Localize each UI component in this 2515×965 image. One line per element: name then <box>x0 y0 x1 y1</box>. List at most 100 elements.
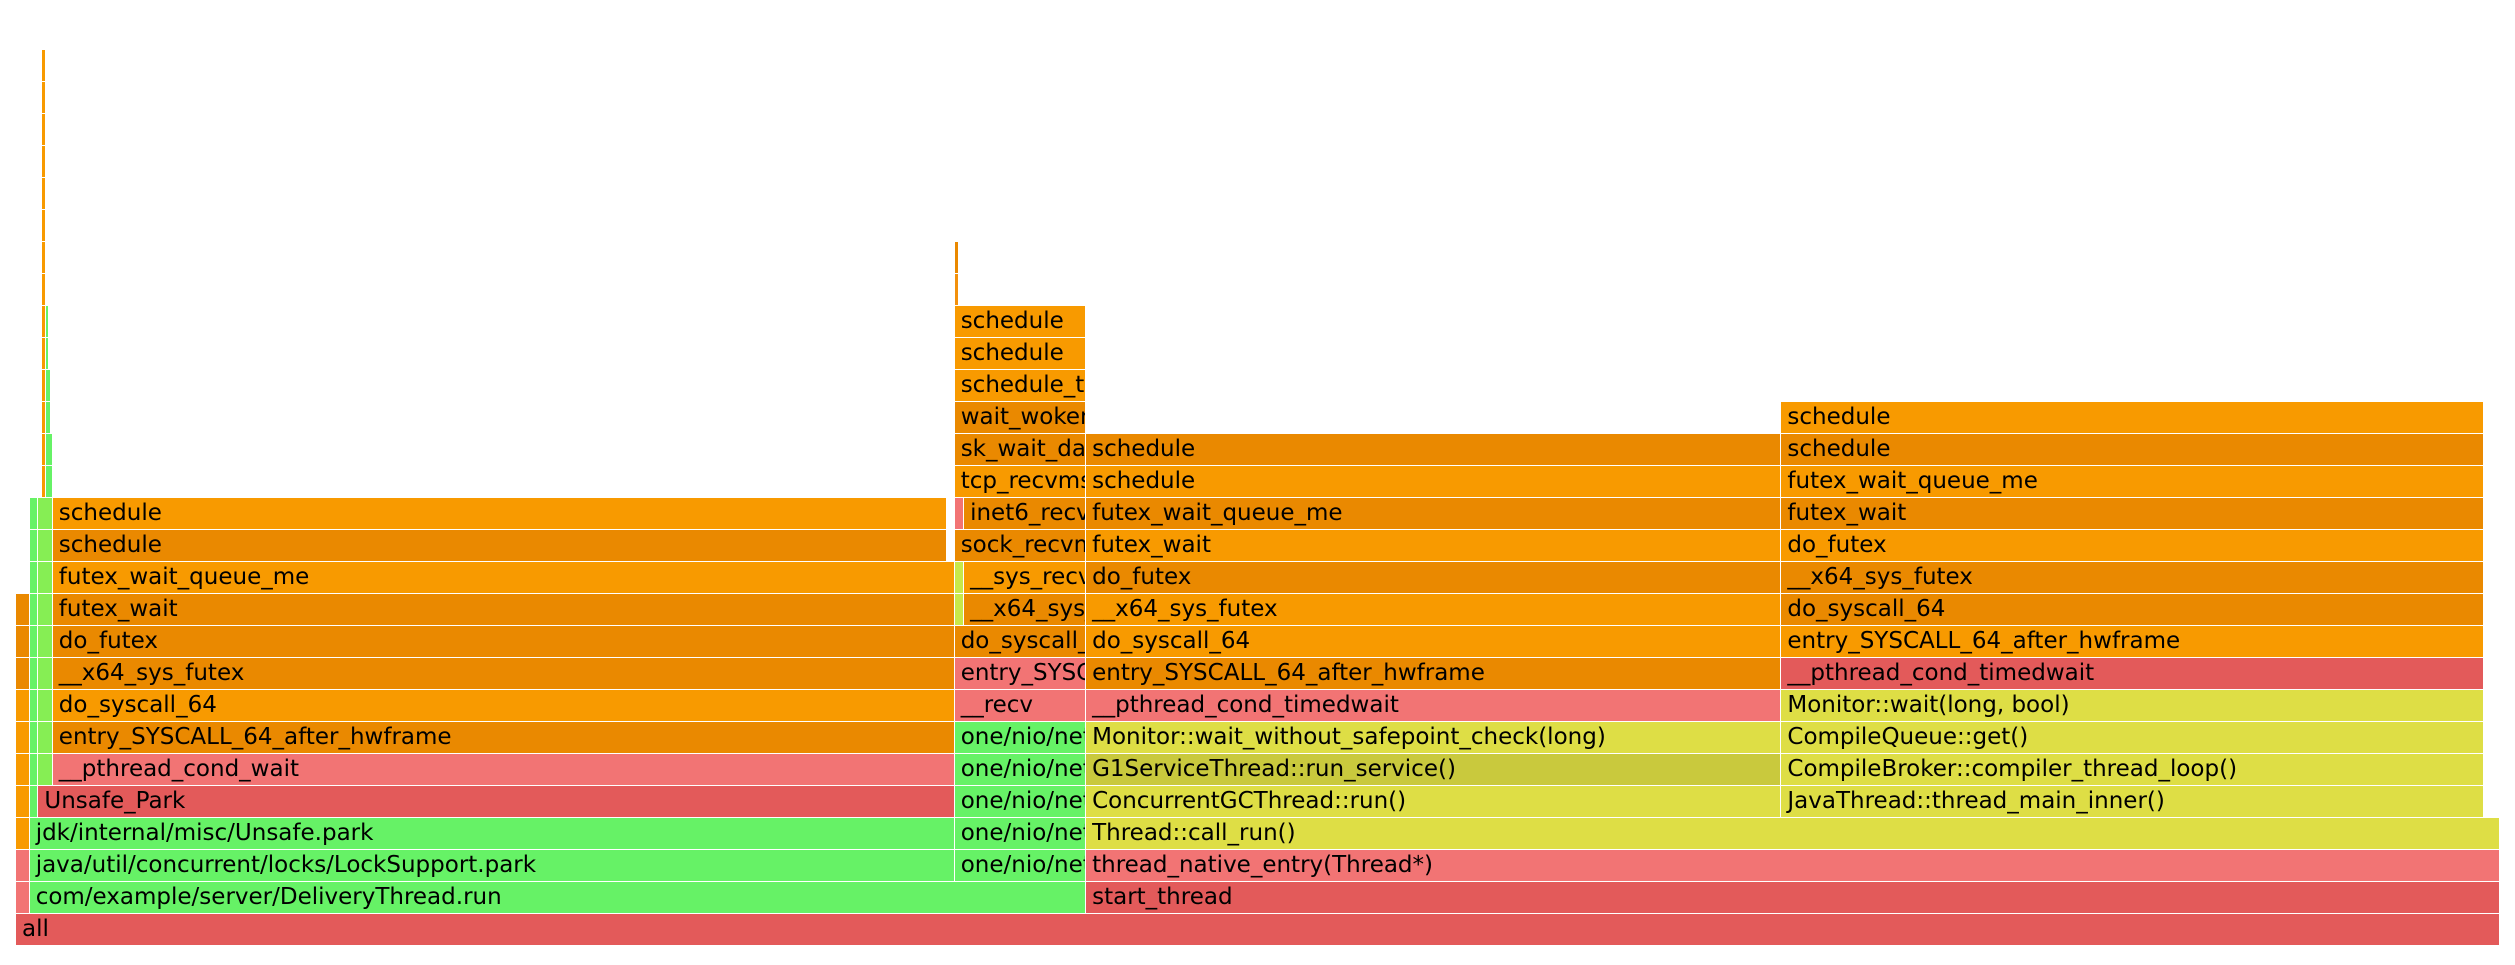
flame-frame[interactable] <box>46 338 49 369</box>
flame-frame[interactable]: entry_SYSCALL_64_after_hwframe <box>1781 626 2485 657</box>
flame-frame[interactable] <box>16 818 30 849</box>
flame-frame[interactable] <box>954 498 965 529</box>
flame-frame[interactable]: Monitor::wait_without_safepoint_check(lo… <box>1086 722 1782 753</box>
flame-frame[interactable] <box>954 594 965 625</box>
flame-frame[interactable] <box>41 466 47 497</box>
flame-frame[interactable] <box>41 274 47 305</box>
flame-frame[interactable]: schedule <box>1781 434 2485 465</box>
flame-frame[interactable]: do_syscall_64 <box>1086 626 1782 657</box>
flame-frame[interactable]: __pthread_cond_timedwait <box>1781 658 2485 689</box>
flame-frame[interactable] <box>38 754 53 785</box>
flame-frame[interactable]: futex_wait <box>1781 498 2485 529</box>
flame-frame[interactable] <box>16 786 30 817</box>
flame-frame[interactable] <box>41 434 47 465</box>
flame-frame[interactable] <box>41 50 47 81</box>
flame-frame[interactable] <box>954 242 960 273</box>
flame-frame[interactable] <box>29 690 39 721</box>
flame-frame[interactable] <box>46 434 53 465</box>
flame-frame[interactable]: do_futex <box>1086 562 1782 593</box>
flame-frame[interactable]: __pthread_cond_timedwait <box>1086 690 1782 721</box>
flame-frame[interactable]: __x64_sys_futex <box>1086 594 1782 625</box>
flame-frame[interactable] <box>16 754 30 785</box>
flame-frame[interactable]: futex_wait <box>52 594 955 625</box>
flame-frame[interactable]: do_futex <box>1781 530 2485 561</box>
flame-frame[interactable] <box>38 562 53 593</box>
flame-frame[interactable] <box>16 594 30 625</box>
flame-frame[interactable]: Thread::call_run() <box>1086 818 2500 849</box>
flame-frame[interactable]: com/example/server/DeliveryThread.run <box>29 882 1087 913</box>
flame-frame[interactable]: one/nio/net/NativeSocket.read <box>954 818 1087 849</box>
flame-frame[interactable]: one/nio/net/NativeSocket.readFully <box>954 786 1087 817</box>
flame-frame[interactable]: do_syscall_64 <box>954 626 1087 657</box>
flame-frame[interactable]: schedule <box>52 530 947 561</box>
flame-frame[interactable] <box>16 658 30 689</box>
flame-frame[interactable]: one/nio/net/NativeSocket.recv0 <box>954 722 1087 753</box>
flame-frame[interactable] <box>16 626 30 657</box>
flame-frame[interactable]: sock_recvmsg <box>954 530 1087 561</box>
flame-frame[interactable] <box>29 626 39 657</box>
flame-frame[interactable]: ConcurrentGCThread::run() <box>1086 786 1782 817</box>
flame-frame[interactable]: futex_wait_queue_me <box>52 562 955 593</box>
flame-frame[interactable]: one/nio/net/Session.read <box>954 850 1087 881</box>
flame-frame[interactable] <box>38 626 53 657</box>
flame-frame[interactable]: schedule <box>954 306 1087 337</box>
flame-frame[interactable]: futex_wait_queue_me <box>1086 498 1782 529</box>
flame-frame[interactable] <box>16 690 30 721</box>
flame-frame[interactable]: entry_SYSCALL_64_after_hwframe <box>1086 658 1782 689</box>
flame-frame[interactable] <box>41 82 47 113</box>
flame-frame[interactable]: do_futex <box>52 626 955 657</box>
flame-frame[interactable]: G1ServiceThread::run_service() <box>1086 754 1782 785</box>
flame-frame[interactable]: schedule <box>1086 466 1782 497</box>
flame-frame[interactable] <box>29 498 39 529</box>
flame-frame[interactable] <box>16 850 30 881</box>
flame-frame[interactable]: futex_wait_queue_me <box>1781 466 2485 497</box>
flame-frame[interactable] <box>954 274 960 305</box>
flame-frame[interactable]: CompileBroker::compiler_thread_loop() <box>1781 754 2485 785</box>
flame-frame[interactable]: entry_SYSCALL_64_after_hwframe <box>954 658 1087 689</box>
flame-frame[interactable] <box>29 722 39 753</box>
flame-frame[interactable]: __x64_sys_recvfrom <box>964 594 1087 625</box>
flame-frame[interactable]: inet6_recvmsg <box>964 498 1087 529</box>
flame-frame[interactable] <box>38 530 53 561</box>
flame-frame[interactable] <box>29 530 39 561</box>
flame-frame[interactable] <box>41 370 47 401</box>
flame-frame[interactable] <box>46 402 51 433</box>
flame-frame[interactable] <box>41 338 47 369</box>
flame-frame[interactable] <box>38 498 53 529</box>
flame-frame[interactable]: all <box>16 914 2500 945</box>
flame-frame[interactable] <box>954 562 965 593</box>
flame-frame[interactable]: __pthread_cond_wait <box>52 754 955 785</box>
flame-frame[interactable] <box>41 306 47 337</box>
flame-frame[interactable]: schedule <box>954 338 1087 369</box>
flame-frame[interactable]: do_syscall_64 <box>1781 594 2485 625</box>
flame-frame[interactable]: start_thread <box>1086 882 2500 913</box>
flame-frame[interactable]: __sys_recvfrom <box>964 562 1087 593</box>
flame-frame[interactable]: sk_wait_data <box>954 434 1087 465</box>
flame-frame[interactable] <box>46 306 49 337</box>
flame-frame[interactable]: __x64_sys_futex <box>52 658 955 689</box>
flame-frame[interactable] <box>46 370 51 401</box>
flame-frame[interactable]: do_syscall_64 <box>52 690 955 721</box>
flame-frame[interactable] <box>46 466 53 497</box>
flame-frame[interactable]: thread_native_entry(Thread*) <box>1086 850 2500 881</box>
flame-frame[interactable]: tcp_recvmsg <box>954 466 1087 497</box>
flame-frame[interactable]: CompileQueue::get() <box>1781 722 2485 753</box>
flame-frame[interactable]: jdk/internal/misc/Unsafe.park <box>29 818 955 849</box>
flame-frame[interactable] <box>29 594 39 625</box>
flame-frame[interactable]: entry_SYSCALL_64_after_hwframe <box>52 722 955 753</box>
flame-frame[interactable]: Monitor::wait(long, bool) <box>1781 690 2485 721</box>
flame-frame[interactable] <box>41 178 47 209</box>
flame-frame[interactable] <box>29 786 39 817</box>
flame-frame[interactable]: futex_wait <box>1086 530 1782 561</box>
flame-frame[interactable] <box>38 594 53 625</box>
flame-frame[interactable] <box>38 722 53 753</box>
flame-frame[interactable]: __x64_sys_futex <box>1781 562 2485 593</box>
flame-frame[interactable] <box>16 882 30 913</box>
flame-frame[interactable] <box>41 242 47 273</box>
flame-frame[interactable] <box>29 562 39 593</box>
flame-frame[interactable] <box>29 754 39 785</box>
flame-frame[interactable] <box>41 402 47 433</box>
flame-frame[interactable] <box>41 114 47 145</box>
flame-frame[interactable] <box>38 658 53 689</box>
flame-frame[interactable]: Unsafe_Park <box>38 786 955 817</box>
